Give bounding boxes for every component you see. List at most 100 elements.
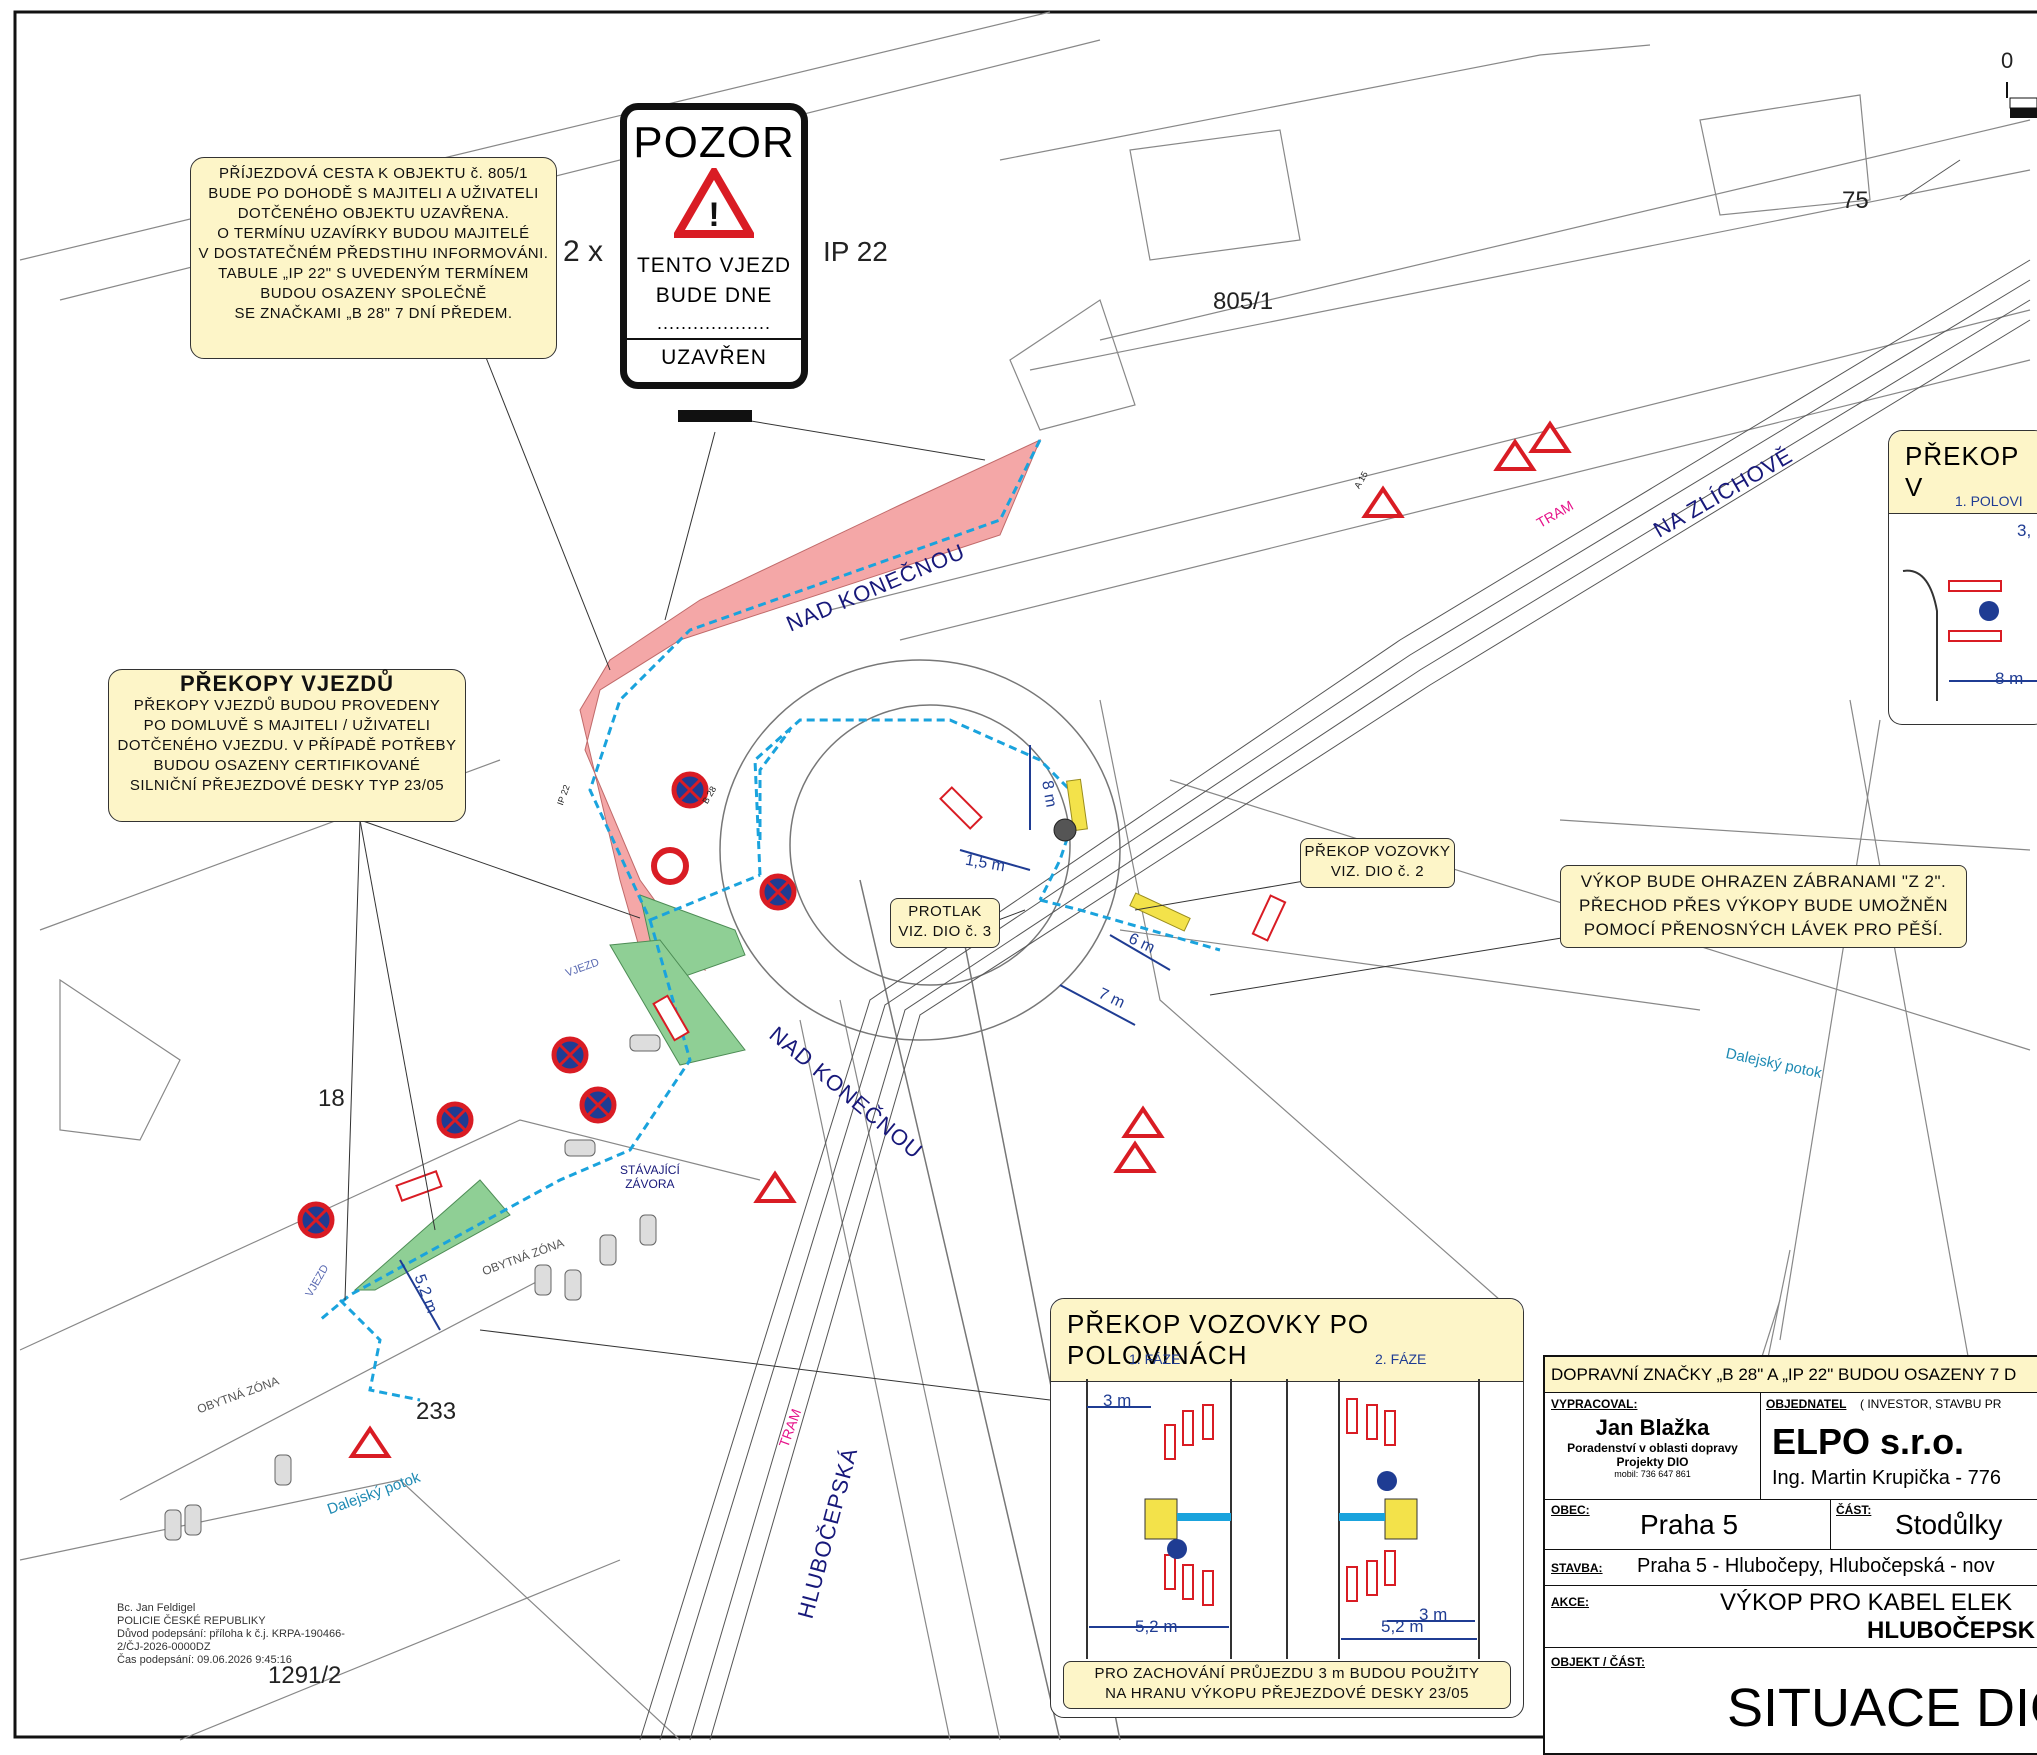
objednatel-label: OBJEDNATEL xyxy=(1766,1397,1847,1411)
note-line: BUDE PO DOHODĚ S MAJITELI A UŽIVATELI xyxy=(208,185,539,202)
title-block: DOPRAVNÍ ZNAČKY „B 28" A „IP 22" BUDOU O… xyxy=(1543,1355,2037,1755)
note-line: PO DOMLUVĚ S MAJITELI / UŽIVATELI xyxy=(143,717,431,734)
parcel-233: 233 xyxy=(416,1398,457,1425)
note-line: PŘECHOD PŘES VÝKOPY BUDE UMOŽNĚN xyxy=(1579,896,1948,915)
a15-sign-2 xyxy=(1493,438,1537,471)
note-line: DOTČENÉHO VJEZDU. V PŘÍPADĚ POTŘEBY xyxy=(117,737,457,754)
note-line: NA HRANU VÝKOPU PŘEJEZDOVÉ DESKY 23/05 xyxy=(1105,1685,1469,1702)
inset-width-a: 5,2 m xyxy=(1135,1617,1178,1636)
a15-sign-7 xyxy=(348,1425,392,1458)
parcel-1291: 1291/2 xyxy=(268,1662,342,1689)
ip22-line2: BUDE DNE xyxy=(655,284,773,307)
note-line: BUDOU OSAZENY SPOLEČNĚ xyxy=(260,285,487,302)
scale-bar xyxy=(2006,82,2037,118)
ip22-line3: UZAVŘEN xyxy=(627,338,801,370)
dimension-lines xyxy=(399,745,1171,1331)
inset-dim-3m-a: 3 m xyxy=(1103,1391,1132,1410)
signature-line: 2/ČJ-2026-0000DZ xyxy=(117,1641,211,1653)
cast-label: ČÁST: xyxy=(1836,1503,1872,1517)
vypracoval-label: VYPRACOVAL: xyxy=(1551,1397,1638,1411)
b28-sign-2 xyxy=(759,873,797,911)
title-row-objekt: OBJEKT / ČÁST: SITUACE DIO xyxy=(1545,1647,2037,1755)
title-row-akce: AKCE: VÝKOP PRO KABEL ELEK HLUBOČEPSK xyxy=(1545,1585,2037,1648)
inset-half-crossing: PŘEKOP VOZOVKY PO POLOVINÁCH 1. FÁZE 2. … xyxy=(1050,1298,1524,1718)
scale-zero: 0 xyxy=(2001,48,2014,73)
a15-sign-5 xyxy=(1121,1105,1165,1138)
parcel-805: 805/1 xyxy=(1213,288,1274,315)
police-signature: Bc. Jan Feldigel POLICIE ČESKÉ REPUBLIKY… xyxy=(117,1602,345,1667)
client-cell: OBJEDNATEL ( INVESTOR, STAVBU PR ELPO s.… xyxy=(1760,1393,2037,1499)
author-phone: mobil: 736 647 861 xyxy=(1614,1469,1691,1479)
signature-line: Bc. Jan Feldigel xyxy=(117,1602,196,1614)
akce-label: AKCE: xyxy=(1551,1595,1589,1609)
b1-sign xyxy=(651,847,689,885)
note-line: VÝKOP BUDE OHRAZEN ZÁBRANAMI "Z 2". xyxy=(1580,872,1947,891)
svg-text:!: ! xyxy=(708,196,719,234)
warning-triangle-icon: ! xyxy=(671,164,757,238)
parcel-75: 75 xyxy=(1842,187,1869,214)
company-contact: Ing. Martin Krupička - 776 xyxy=(1772,1467,2001,1489)
parked-cars xyxy=(164,1034,661,1541)
inset-right-dim-b: 8 m xyxy=(1995,669,2024,688)
traffic-signs xyxy=(297,420,1572,1458)
ip22-code: IP 22 xyxy=(823,236,888,267)
inset-phase1: 1. FÁZE xyxy=(1129,1351,1181,1367)
ip22-line1: TENTO VJEZD xyxy=(636,254,792,277)
green-zone-2 xyxy=(609,939,746,1066)
ip22-multiplier: 2 x xyxy=(563,235,604,268)
sign-post-bar xyxy=(678,410,752,422)
note-line: VIZ. DIO č. 2 xyxy=(1330,863,1425,880)
objednatel-extra: ( INVESTOR, STAVBU PR xyxy=(1860,1397,2002,1411)
inset-dim-3m-b: 3 m xyxy=(1419,1605,1448,1624)
note-line: SE ZNAČKAMI „B 28" 7 DNÍ PŘEDEM. xyxy=(234,305,513,322)
note-line: DOTČENÉHO OBJEKTU UZAVŘENA. xyxy=(237,205,510,222)
inset-right-title: PŘEKOP V xyxy=(1889,431,2037,514)
note-line: V DOSTATEČNÉM PŘEDSTIHU INFORMOVÁNI. xyxy=(198,245,549,262)
signature-line: Důvod podepsání: příloha k č.j. KRPA-190… xyxy=(117,1628,345,1640)
parcel-18: 18 xyxy=(318,1085,345,1112)
title-row-people: VYPRACOVAL: Jan Blažka Poradenství v obl… xyxy=(1545,1393,2037,1500)
inset-half-title: PŘEKOP VOZOVKY PO POLOVINÁCH xyxy=(1051,1299,1523,1382)
note-line: PŘÍJEZDOVÁ CESTA K OBJEKTU č. 805/1 xyxy=(219,165,528,182)
title-row-location: OBEC: Praha 5 ČÁST: Stodůlky xyxy=(1545,1499,2037,1550)
cast-value: Stodůlky xyxy=(1895,1509,2003,1540)
inset-width-b: 5,2 m xyxy=(1381,1617,1424,1636)
inset-right-crossing: PŘEKOP V 1. POLOVI 3, 8 m xyxy=(1888,430,2037,725)
note-line: PROTLAK xyxy=(908,903,982,920)
title-banner: DOPRAVNÍ ZNAČKY „B 28" A „IP 22" BUDOU O… xyxy=(1545,1357,2037,1393)
signature-line: POLICIE ČESKÉ REPUBLIKY xyxy=(117,1615,266,1627)
obec-label: OBEC: xyxy=(1551,1503,1590,1517)
yellow-strip-2 xyxy=(1129,892,1191,932)
leader-lines xyxy=(344,354,1581,1401)
green-zone-3 xyxy=(353,1179,511,1291)
b28-sign-5 xyxy=(436,1101,474,1139)
objekt-value: SITUACE DIO xyxy=(1727,1678,2037,1738)
drawing-frame xyxy=(13,10,2037,1739)
note-road-crossing: PŘEKOP VOZOVKY VIZ. DIO č. 2 xyxy=(1300,838,1455,888)
title-row-stavba: STAVBA: Praha 5 - Hlubočepy, Hlubočepská… xyxy=(1545,1549,2037,1586)
note-line: TABULE „IP 22" S UVEDENÝM TERMÍNEM xyxy=(218,265,529,282)
stavba-label: STAVBA: xyxy=(1551,1561,1603,1575)
note-line: PRO ZACHOVÁNÍ PRŮJEZDU 3 m BUDOU POUŽITY xyxy=(1094,1665,1480,1682)
akce-line2: HLUBOČEPSK xyxy=(1867,1617,2036,1644)
a15-sign-6 xyxy=(1113,1140,1157,1173)
company-name: ELPO s.r.o. xyxy=(1772,1421,1965,1462)
author-name: Jan Blažka xyxy=(1595,1415,1710,1440)
a15-sign-1 xyxy=(1361,485,1405,518)
c4b-sign xyxy=(1053,818,1077,842)
note-boring: PROTLAK VIZ. DIO č. 3 xyxy=(890,898,1000,948)
excavation-area xyxy=(579,439,1041,971)
note-excavation: VÝKOP BUDE OHRAZEN ZÁBRANAMI "Z 2". PŘEC… xyxy=(1560,865,1967,948)
barriers xyxy=(395,786,1287,1202)
tram-tracks xyxy=(639,159,2031,1741)
ip22-dots: ................... xyxy=(656,313,772,333)
note-line: PŘEKOP VOZOVKY xyxy=(1304,843,1451,860)
note-line: POMOCÍ PŘENOSNÝCH LÁVEK PRO PĚŠÍ. xyxy=(1583,920,1944,939)
stavba-value: Praha 5 - Hlubočepy, Hlubočepská - nov xyxy=(1637,1555,1995,1577)
note-driveway-title: PŘEKOPY VJEZDŮ xyxy=(179,671,395,696)
author-line1: Poradenství v oblasti dopravy xyxy=(1567,1441,1738,1455)
note-driveway-crossings: PŘEKOPY VJEZDŮ PŘEKOPY VJEZDŮ BUDOU PROV… xyxy=(108,669,466,822)
inset-half-drawing xyxy=(1086,1379,1480,1659)
